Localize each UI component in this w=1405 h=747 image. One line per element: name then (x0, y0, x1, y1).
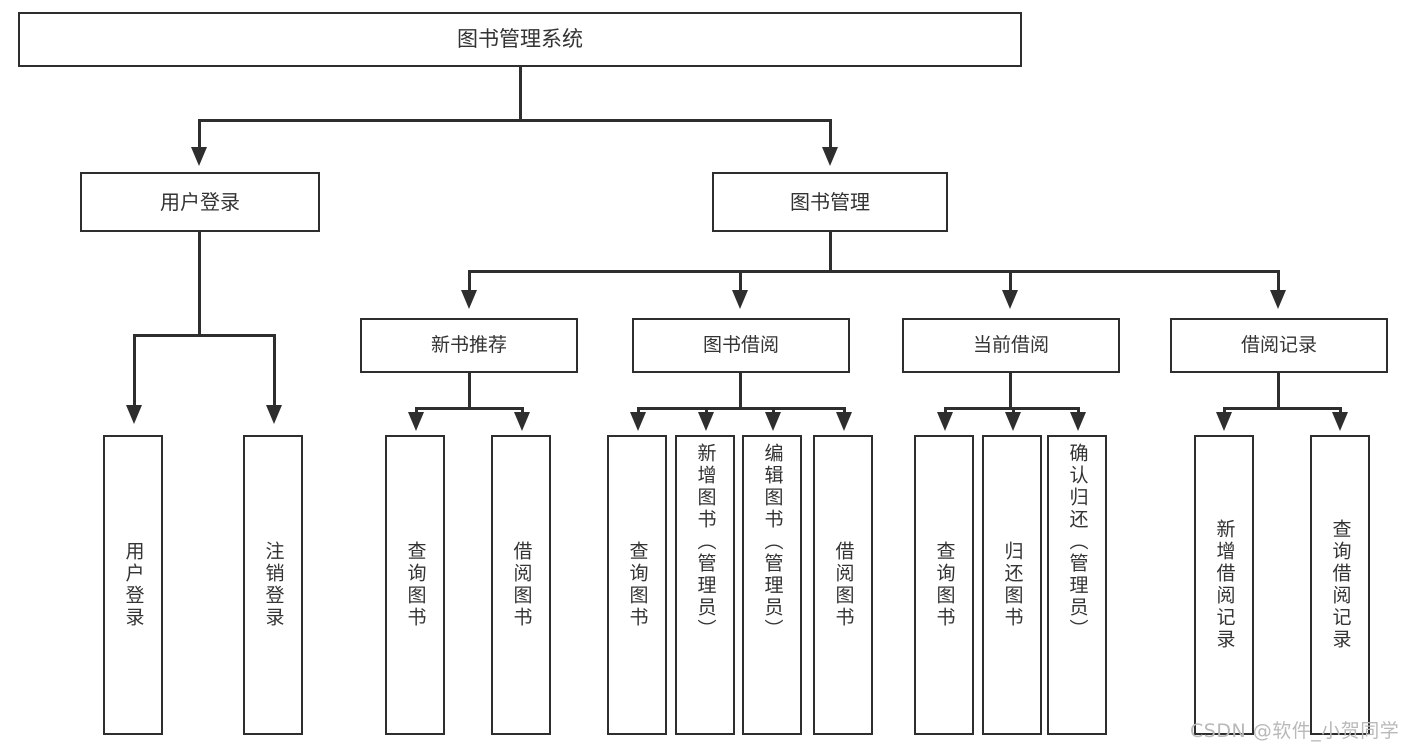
connector-current-borrow-bus (944, 407, 1079, 410)
node-label: 借阅图书 (510, 541, 533, 629)
node-leaf-confirm-return[interactable]: 确认归还（管理员） (1047, 435, 1107, 735)
node-label: 新书推荐 (430, 333, 507, 356)
node-leaf-return-book[interactable]: 归还图书 (982, 435, 1042, 735)
connector-borrow-record-bus (1223, 407, 1341, 410)
connector-level3-drop-2 (739, 270, 742, 292)
arrow-to-leaf-add-book (698, 412, 714, 431)
node-leaf-query-book-2[interactable]: 查询图书 (607, 435, 667, 735)
connector-book-management-stem (829, 232, 832, 272)
node-leaf-query-book-1[interactable]: 查询图书 (385, 435, 445, 735)
connector-user-login-bus (133, 334, 275, 337)
node-new-book-recommend[interactable]: 新书推荐 (360, 318, 578, 373)
arrow-to-leaf-add-record (1216, 412, 1232, 431)
node-label: 用户登录 (160, 189, 240, 214)
node-leaf-edit-book[interactable]: 编辑图书（管理员） (742, 435, 802, 735)
node-label: 当前借阅 (972, 333, 1049, 356)
arrow-to-leaf-query-record (1332, 412, 1348, 431)
connector-level2-bus (198, 119, 831, 122)
node-leaf-query-book-3[interactable]: 查询图书 (914, 435, 974, 735)
arrow-to-leaf-query-book-3 (937, 412, 953, 431)
connector-user-login-drop-1 (133, 334, 136, 407)
arrow-to-user-login (191, 147, 207, 166)
arrow-to-book-borrow (732, 290, 748, 309)
connector-level3-drop-4 (1277, 270, 1280, 292)
node-leaf-add-book[interactable]: 新增图书（管理员） (675, 435, 735, 735)
node-user-login[interactable]: 用户登录 (80, 172, 320, 232)
node-current-borrow[interactable]: 当前借阅 (902, 318, 1120, 373)
connector-user-login-stem (198, 232, 201, 336)
node-label: 借阅图书 (832, 541, 855, 629)
node-label: 归还图书 (1001, 541, 1024, 629)
node-book-borrow[interactable]: 图书借阅 (632, 318, 850, 373)
connector-book-borrow-stem (739, 373, 742, 409)
arrow-to-borrow-record (1270, 290, 1286, 309)
arrow-to-current-borrow (1002, 290, 1018, 309)
node-leaf-user-login[interactable]: 用户登录 (103, 435, 163, 735)
arrow-to-leaf-user-login (126, 405, 142, 424)
connector-new-book-bus (415, 407, 523, 410)
connector-new-book-stem (468, 373, 471, 409)
node-label: 图书借阅 (702, 333, 779, 356)
node-leaf-borrow-book-1[interactable]: 借阅图书 (491, 435, 551, 735)
arrow-to-leaf-query-book-1 (408, 412, 424, 431)
node-leaf-query-record[interactable]: 查询借阅记录 (1310, 435, 1370, 735)
arrow-to-leaf-logout-login (266, 405, 282, 424)
node-label: 注销登录 (262, 541, 285, 629)
node-label: 查询图书 (626, 541, 649, 629)
node-label: 图书管理系统 (457, 27, 583, 52)
connector-borrow-record-stem (1277, 373, 1280, 409)
node-label: 查询图书 (404, 541, 427, 629)
node-leaf-add-record[interactable]: 新增借阅记录 (1194, 435, 1254, 735)
node-label: 图书管理 (790, 189, 870, 214)
arrow-to-leaf-borrow-book-1 (514, 412, 530, 431)
node-leaf-logout-login[interactable]: 注销登录 (243, 435, 303, 735)
node-label: 用户登录 (122, 541, 145, 629)
connector-current-borrow-stem (1009, 373, 1012, 409)
arrow-to-leaf-return-book (1005, 412, 1021, 431)
connector-level3-bus (468, 270, 1279, 273)
arrow-to-new-book-recommend (461, 290, 477, 309)
node-label: 编辑图书（管理员） (761, 443, 784, 641)
connector-level2-drop-left (198, 119, 201, 149)
node-label: 新增图书（管理员） (694, 443, 717, 641)
node-leaf-borrow-book-2[interactable]: 借阅图书 (813, 435, 873, 735)
connector-book-borrow-bus (637, 407, 845, 410)
arrow-to-book-management (822, 147, 838, 166)
connector-level3-drop-3 (1009, 270, 1012, 292)
connector-level2-drop-right (829, 119, 832, 149)
connector-root-stem (519, 67, 522, 120)
connector-level3-drop-1 (468, 270, 471, 292)
arrow-to-leaf-borrow-book-2 (836, 412, 852, 431)
arrow-to-leaf-edit-book (765, 412, 781, 431)
node-book-management[interactable]: 图书管理 (712, 172, 948, 232)
node-label: 确认归还（管理员） (1066, 443, 1089, 641)
node-label: 查询图书 (933, 541, 956, 629)
connector-user-login-drop-2 (273, 334, 276, 407)
node-label: 借阅记录 (1240, 333, 1317, 356)
node-label: 查询借阅记录 (1329, 519, 1352, 651)
node-label: 新增借阅记录 (1213, 519, 1236, 651)
watermark: CSDN @软件_小贺同学 (1190, 720, 1400, 742)
node-root-book-management-system[interactable]: 图书管理系统 (18, 12, 1022, 67)
node-borrow-record[interactable]: 借阅记录 (1170, 318, 1388, 373)
arrow-to-leaf-query-book-2 (630, 412, 646, 431)
arrow-to-leaf-confirm-return (1070, 412, 1086, 431)
